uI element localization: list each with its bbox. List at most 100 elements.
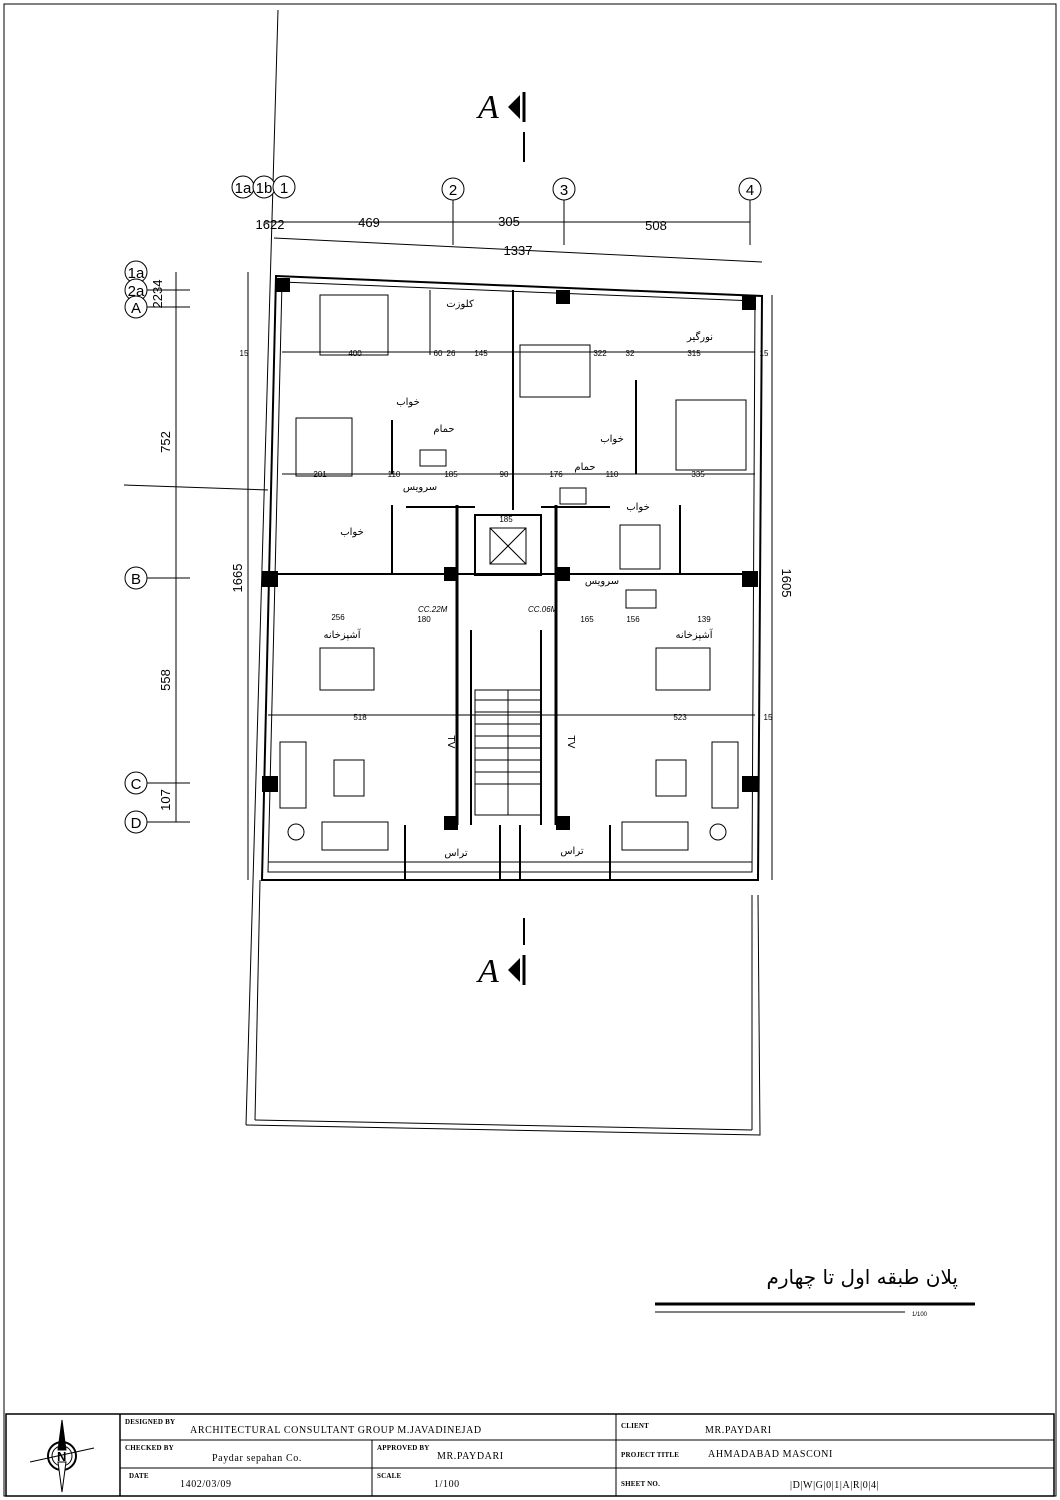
idim: 110 [388, 470, 401, 479]
left-dimensions: 2234 752 558 107 1665 1605 [150, 280, 794, 811]
staircase [474, 689, 542, 816]
idim: 185 [499, 515, 513, 524]
idim: 156 [626, 615, 640, 624]
elevator-label-right: CC.06M [528, 605, 558, 614]
sheet-no-label: SHEET NO. [621, 1480, 660, 1488]
grid-label-row-1a: 1a [128, 265, 145, 282]
idim: 185 [444, 470, 458, 479]
idim: 523 [673, 713, 687, 722]
idim: 15 [764, 713, 773, 722]
grid-label-1: 1 [280, 180, 288, 197]
room-terrace-2: تراس [560, 846, 584, 857]
building-walls [260, 274, 764, 881]
room-kitchen-1: آشپزخانه [323, 628, 361, 641]
client-label: CLIENT [621, 1422, 649, 1430]
dim-508: 508 [645, 218, 667, 233]
idim: 15 [240, 349, 249, 358]
grid-label-row-a: A [131, 300, 141, 317]
dim-1622: 1622 [256, 217, 285, 232]
idim: 15 [760, 349, 769, 358]
room-bedroom-3: خواب [340, 527, 364, 538]
grid-label-row-d: D [131, 815, 142, 832]
room-kitchen-2: آشپزخانه [675, 628, 713, 641]
dim-305: 305 [498, 214, 520, 229]
room-tv-1: TV [445, 735, 456, 749]
room-lightwell: نورگیر [686, 331, 713, 343]
grid-label-1a: 1a [235, 180, 252, 197]
room-closet: کلوزت [446, 299, 474, 310]
grid-label-1b: 1b [256, 180, 273, 197]
idim: 165 [580, 615, 594, 624]
designed-by-label: DESIGNED BY [125, 1418, 175, 1426]
dim-1605: 1605 [779, 569, 794, 598]
idim: 139 [697, 615, 711, 624]
grid-label-3: 3 [560, 182, 568, 199]
grid-label-2: 2 [449, 182, 457, 199]
scale-value: 1/100 [434, 1479, 460, 1490]
dim-558: 558 [158, 669, 173, 691]
top-grid-labels: 1a 1b 1 2 3 4 [235, 180, 755, 199]
checked-by-label: CHECKED BY [125, 1444, 174, 1452]
room-labels: کلوزت نورگیر خواب حمام خواب حمام سرویس خ… [323, 299, 713, 859]
site-boundary [245, 9, 761, 1136]
plan-title: پلان طبقه اول تا چهارم [766, 1265, 958, 1290]
room-tv-2: TV [565, 735, 576, 749]
designed-by-value: ARCHITECTURAL CONSULTANT GROUP M.JAVADIN… [190, 1425, 482, 1436]
dim-2234: 2234 [150, 280, 165, 309]
scale-label: SCALE [377, 1472, 401, 1480]
idim: 32 [626, 349, 635, 358]
top-grid-bubbles [231, 175, 762, 201]
elevator-label-left: CC.22M [418, 605, 448, 614]
title-block [5, 1413, 1055, 1497]
sheet-no-value: |D|W|G|0|1|A|R|0|4| [790, 1480, 879, 1491]
room-wc-1: سرویس [403, 482, 437, 493]
grid-label-row-c: C [131, 776, 142, 793]
idim: 145 [474, 349, 488, 358]
idim: 335 [691, 470, 705, 479]
idim: 26 [447, 349, 456, 358]
idim: 201 [313, 470, 327, 479]
elevator-labels: CC.22M CC.06M [418, 605, 558, 614]
idim: 400 [348, 349, 362, 358]
idim: 322 [593, 349, 607, 358]
idim: 90 [500, 470, 509, 479]
dim-1337: 1337 [504, 243, 533, 258]
room-bedroom-1: خواب [396, 397, 420, 408]
left-grid-bubbles [124, 260, 148, 834]
dim-752: 752 [158, 431, 173, 453]
idim: 180 [417, 615, 431, 624]
section-mark-top: A [476, 89, 526, 162]
project-title-label: PROJECT TITLE [621, 1451, 679, 1459]
grid-label-row-b: B [131, 571, 141, 588]
date-value: 1402/03/09 [180, 1479, 232, 1490]
top-dimensions: 1622 469 305 508 1337 [256, 214, 667, 258]
date-label: DATE [129, 1472, 149, 1480]
title-block-text: DESIGNED BY ARCHITECTURAL CONSULTANT GRO… [125, 1418, 879, 1491]
north-arrow-icon: N [29, 1419, 95, 1493]
interior-dimensions: 400 60 26 145 322 32 315 15 15 201 110 1… [240, 349, 773, 722]
room-bath-2: حمام [574, 462, 595, 473]
north-letter: N [57, 1449, 66, 1464]
room-terrace-1: تراس [444, 848, 468, 859]
room-bedroom-4: خواب [626, 502, 650, 513]
dim-1665: 1665 [230, 564, 245, 593]
client-value: MR.PAYDARI [705, 1425, 772, 1436]
grid-label-4: 4 [746, 182, 754, 199]
furniture [279, 449, 739, 851]
room-bedroom-2: خواب [600, 434, 624, 445]
idim: 518 [353, 713, 367, 722]
idim: 60 [434, 349, 443, 358]
dim-107: 107 [158, 789, 173, 811]
structural-columns [262, 278, 758, 830]
beds [295, 294, 747, 477]
plan-scale: 1/100 [912, 1312, 928, 1318]
idim: 315 [687, 349, 701, 358]
idim: 110 [606, 470, 619, 479]
section-letter-top: A [476, 89, 499, 126]
elevator-shaft [474, 514, 542, 576]
idim: 256 [331, 613, 345, 622]
dim-469: 469 [358, 215, 380, 230]
approved-by-value: MR.PAYDARI [437, 1451, 504, 1462]
checked-by-value: Paydar sepahan Co. [212, 1453, 302, 1464]
project-title-value: AHMADABAD MASCONI [708, 1449, 833, 1460]
